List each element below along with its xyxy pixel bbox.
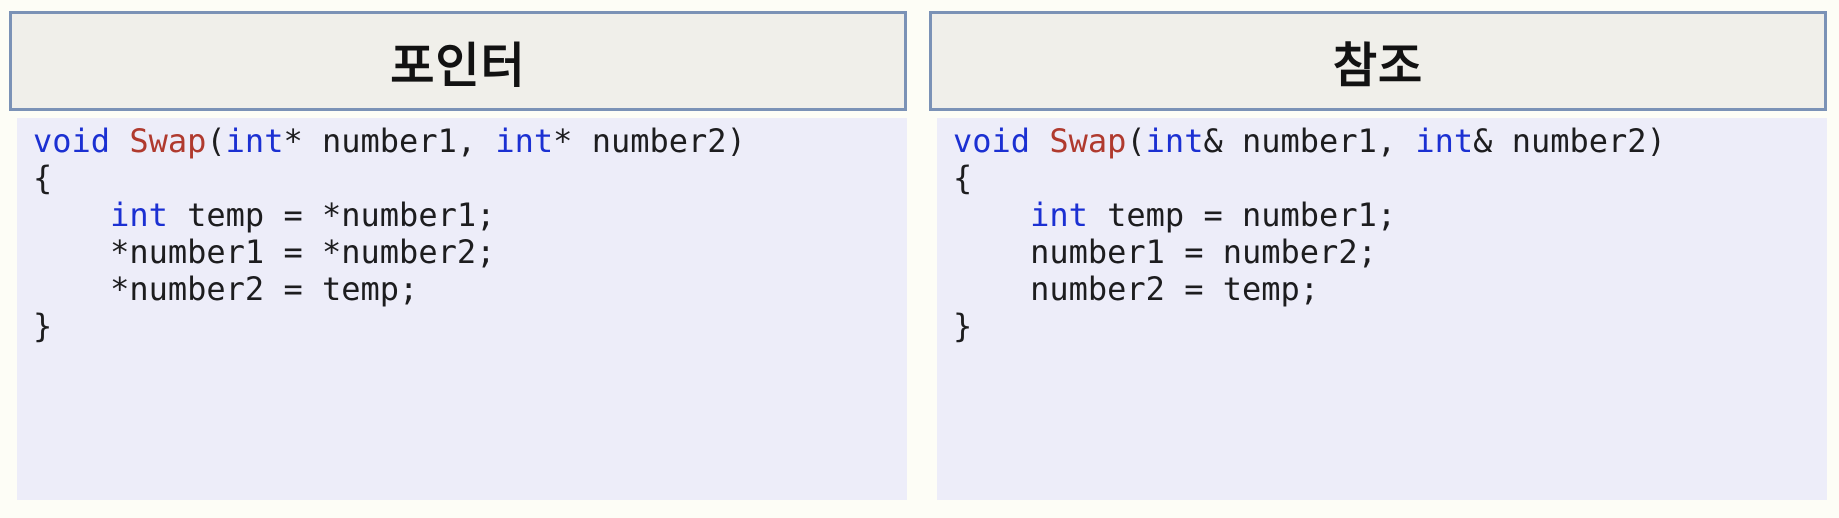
pointer-panel-title: 포인터 bbox=[390, 40, 526, 93]
code-line: } bbox=[953, 307, 973, 345]
code-line: void Swap(int& number1, int& number2) bbox=[953, 122, 1666, 160]
code-line: *number1 = *number2; bbox=[33, 233, 496, 271]
reference-panel-title: 참조 bbox=[1332, 40, 1424, 93]
pointer-code-block: void Swap(int* number1, int* number2){ i… bbox=[17, 118, 907, 500]
reference-code-block: void Swap(int& number1, int& number2){ i… bbox=[937, 118, 1827, 500]
code-line: { bbox=[33, 159, 53, 197]
code-line: int temp = *number1; bbox=[110, 196, 496, 234]
reference-panel: 참조 void Swap(int& number1, int& number2)… bbox=[929, 11, 1827, 518]
pointer-panel-header: 포인터 bbox=[9, 11, 907, 111]
code-line: } bbox=[33, 307, 53, 345]
code-line: number2 = temp; bbox=[953, 270, 1320, 308]
code-line: void Swap(int* number1, int* number2) bbox=[33, 122, 746, 160]
code-line: int temp = number1; bbox=[1030, 196, 1397, 234]
reference-panel-header: 참조 bbox=[929, 11, 1827, 111]
pointer-panel: 포인터 void Swap(int* number1, int* number2… bbox=[9, 11, 907, 518]
code-line: number1 = number2; bbox=[953, 233, 1377, 271]
code-line: *number2 = temp; bbox=[33, 270, 419, 308]
code-line: { bbox=[953, 159, 973, 197]
